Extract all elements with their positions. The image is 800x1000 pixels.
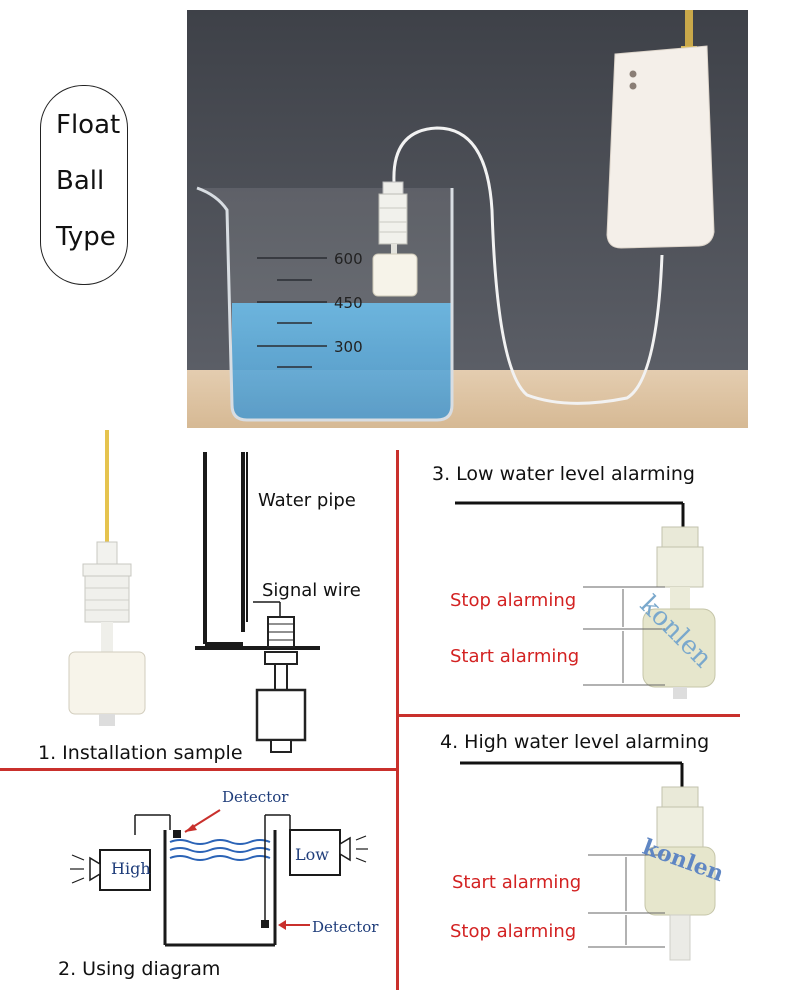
detector-bottom-label: Detector — [312, 918, 379, 936]
low-stop-alarming: Stop alarming — [450, 590, 577, 611]
mark-600: 600 — [334, 250, 363, 268]
high-box-label: High — [111, 859, 151, 878]
low-level-illustration — [455, 495, 740, 700]
mark-300: 300 — [334, 338, 363, 356]
signal-cable — [392, 126, 664, 405]
product-photo: 600 450 300 — [187, 10, 748, 428]
installation-schematic — [195, 452, 395, 767]
graduation-marks — [257, 257, 327, 368]
low-start-alarming: Start alarming — [450, 646, 580, 667]
installation-sample-caption: 1. Installation sample — [38, 742, 243, 764]
beaker — [196, 186, 454, 422]
divider-right-horizontal — [398, 714, 740, 717]
float-ball-type-label: Float Ball Type — [40, 85, 128, 285]
mark-450: 450 — [334, 294, 363, 312]
high-level-title: 4. High water level alarming — [440, 731, 710, 753]
low-level-title: 3. Low water level alarming — [432, 463, 695, 485]
wireless-alarm-unit — [606, 10, 715, 249]
detector-top-label: Detector — [222, 788, 289, 806]
using-diagram — [60, 780, 390, 960]
divider-left-horizontal — [0, 768, 398, 771]
pill-line-ball: Ball — [56, 166, 105, 196]
low-box-label: Low — [295, 845, 329, 864]
water — [232, 303, 452, 420]
float-switch — [372, 181, 418, 297]
high-stop-alarming: Stop alarming — [450, 921, 577, 942]
float-sensor-photo — [55, 430, 165, 730]
pill-line-float: Float — [56, 110, 121, 140]
high-level-illustration — [460, 755, 740, 970]
water-pipe-label: Water pipe — [258, 490, 356, 511]
signal-wire-label: Signal wire — [262, 580, 361, 601]
divider-vertical — [396, 450, 399, 990]
high-start-alarming: Start alarming — [452, 872, 582, 893]
using-diagram-caption: 2. Using diagram — [58, 958, 221, 980]
pill-line-type: Type — [56, 222, 116, 252]
